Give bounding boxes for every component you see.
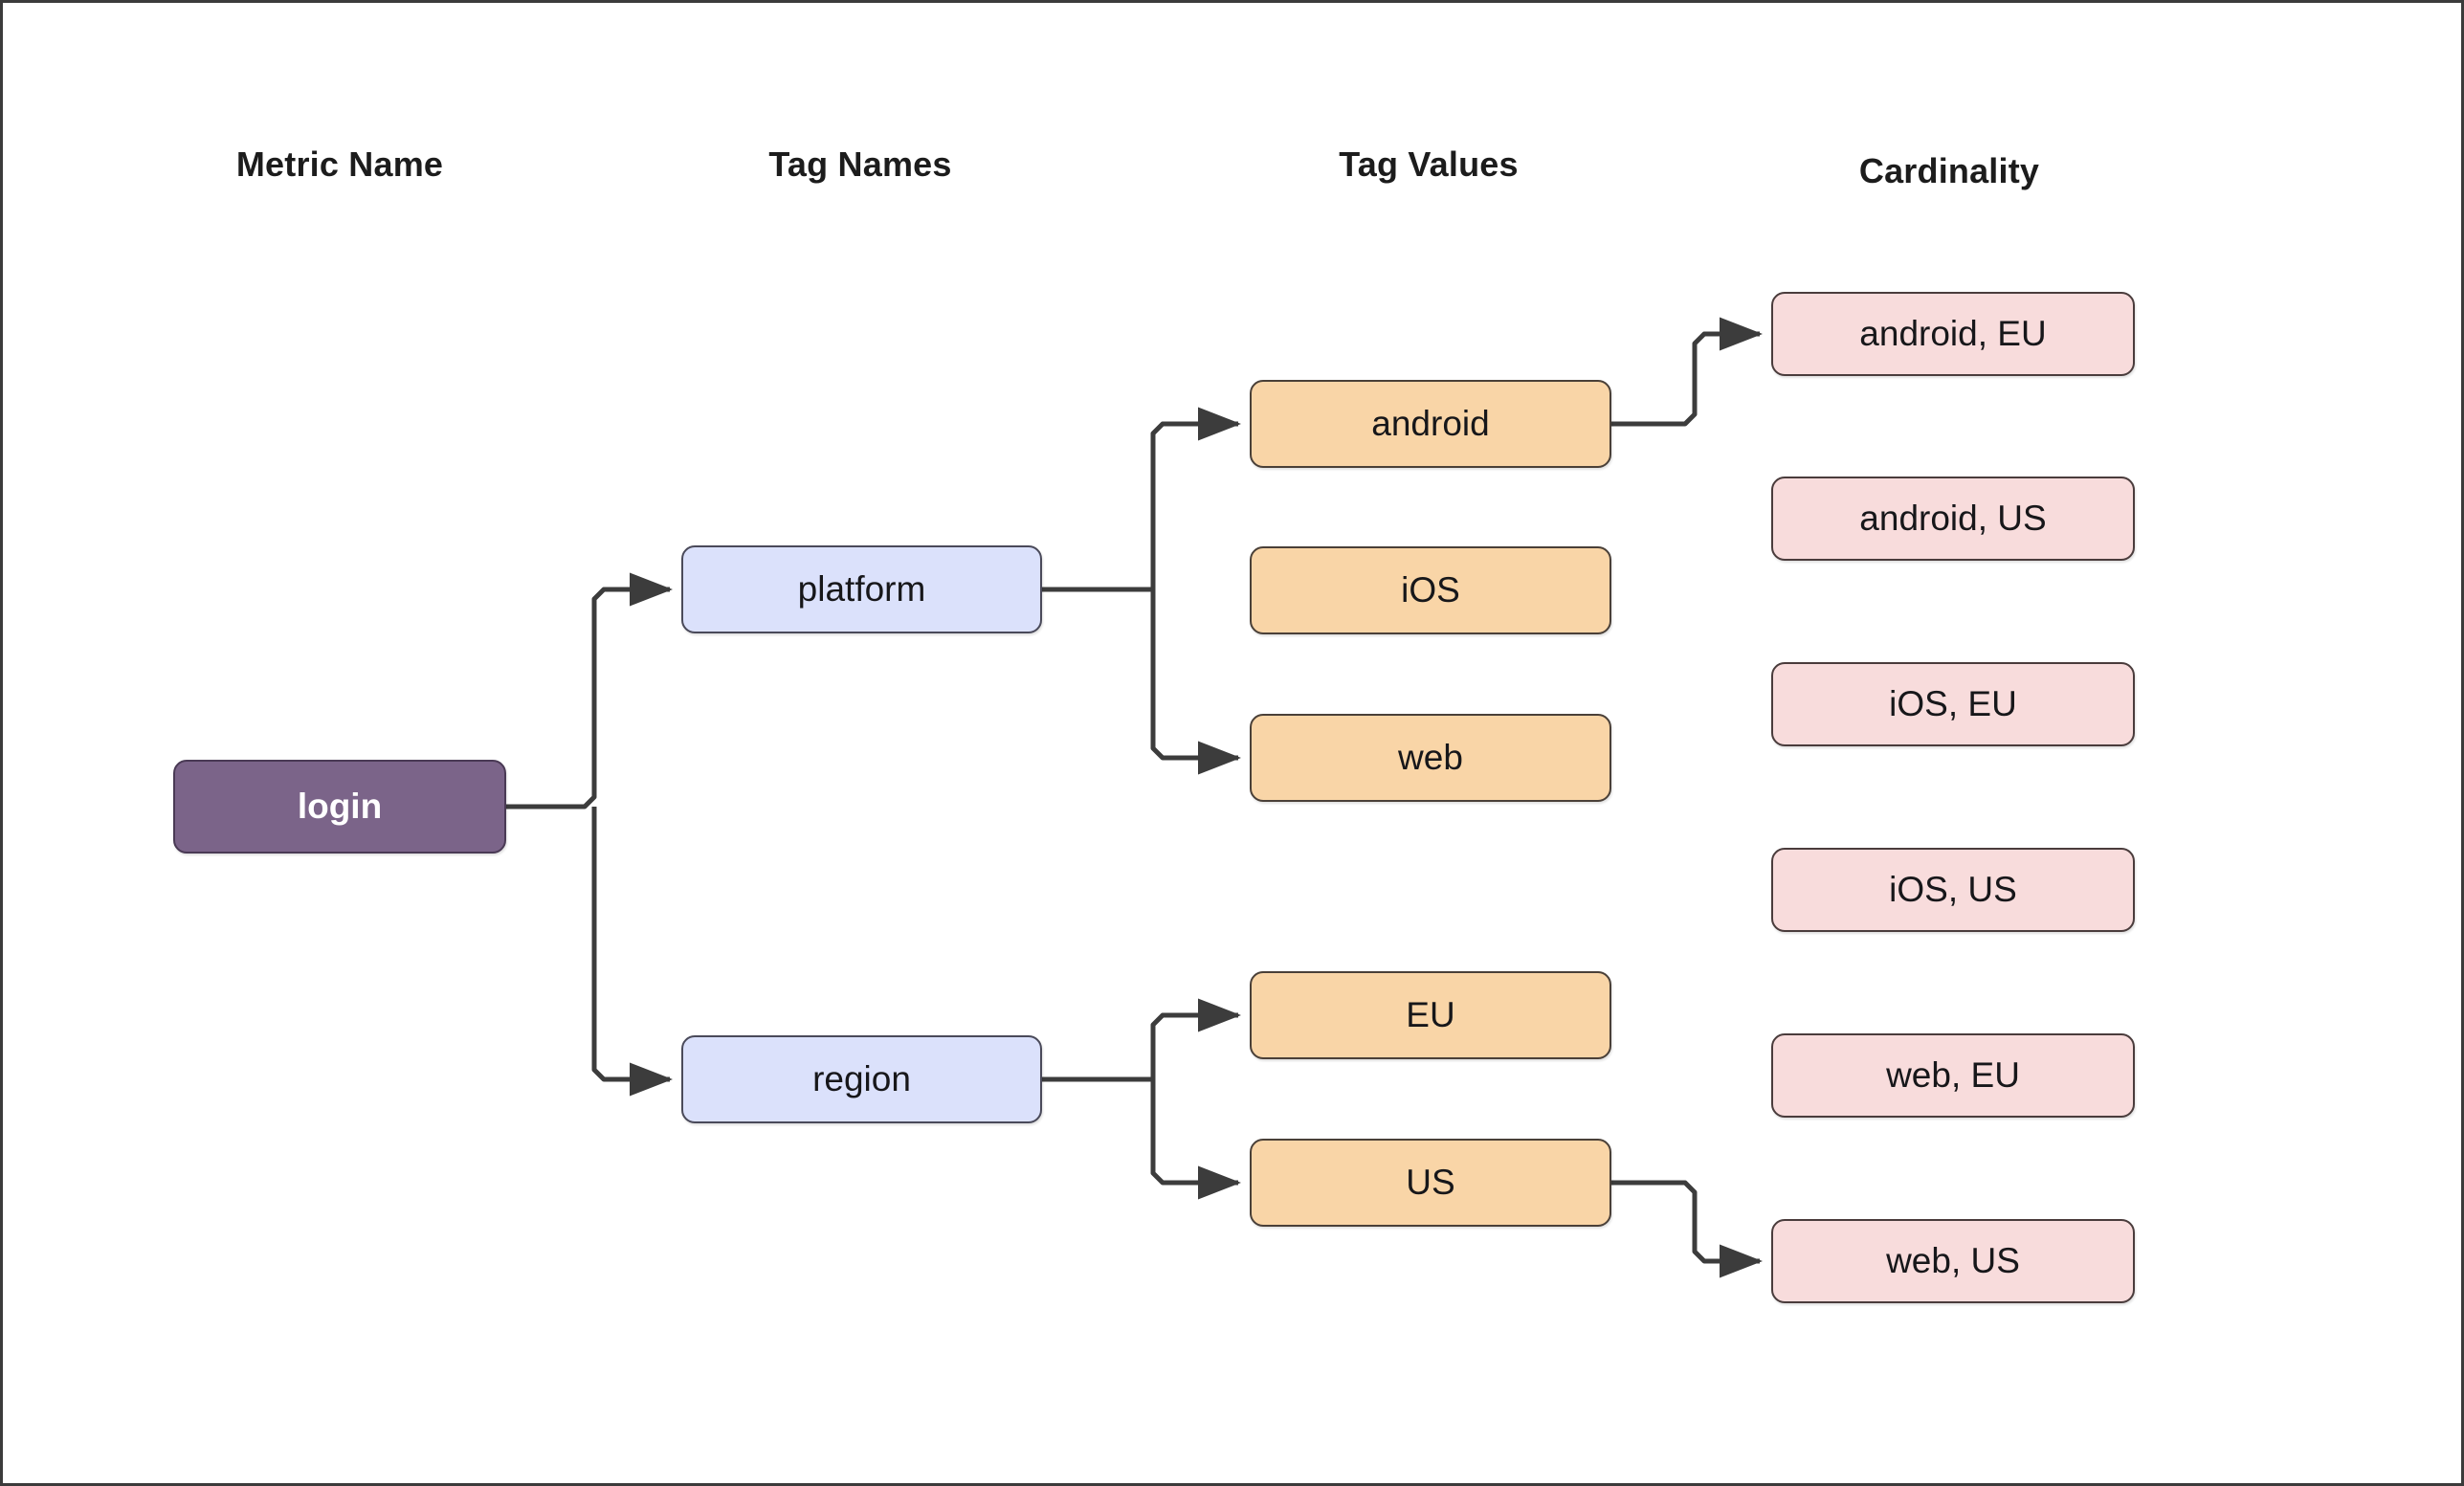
- tag-value-node-us[interactable]: US: [1250, 1139, 1611, 1227]
- column-header-cardinality: Cardinality: [1858, 151, 2040, 190]
- edge-android-androidEU: [1611, 317, 1764, 427]
- cardinality-node-android-eu[interactable]: android, EU: [1771, 292, 2135, 376]
- tag-value-node-web[interactable]: web: [1250, 714, 1611, 802]
- column-header-tag-names: Tag Names: [768, 144, 952, 184]
- tag-value-node-ios[interactable]: iOS: [1250, 546, 1611, 634]
- tag-name-node-region[interactable]: region: [681, 1035, 1042, 1123]
- cardinality-node-ios-eu[interactable]: iOS, EU: [1771, 662, 2135, 746]
- cardinality-node-web-eu[interactable]: web, EU: [1771, 1033, 2135, 1118]
- edge-us-webUS: [1611, 1180, 1764, 1278]
- edge-platform-android: [1150, 407, 1242, 589]
- edge-platform-web: [1150, 589, 1242, 775]
- edge-login-region: [591, 807, 674, 1097]
- metric-node-login[interactable]: login: [173, 760, 506, 854]
- edge-region-us: [1150, 1079, 1242, 1200]
- tag-name-node-platform[interactable]: platform: [681, 545, 1042, 633]
- tag-value-node-eu[interactable]: EU: [1250, 971, 1611, 1059]
- column-header-tag-values: Tag Values: [1339, 144, 1519, 184]
- cardinality-node-web-us[interactable]: web, US: [1771, 1219, 2135, 1303]
- column-header-metric-name: Metric Name: [235, 144, 444, 184]
- cardinality-node-android-us[interactable]: android, US: [1771, 477, 2135, 561]
- tag-value-node-android[interactable]: android: [1250, 380, 1611, 468]
- cardinality-node-ios-us[interactable]: iOS, US: [1771, 848, 2135, 932]
- edge-login-platform: [506, 572, 674, 810]
- edge-region-eu: [1150, 998, 1242, 1079]
